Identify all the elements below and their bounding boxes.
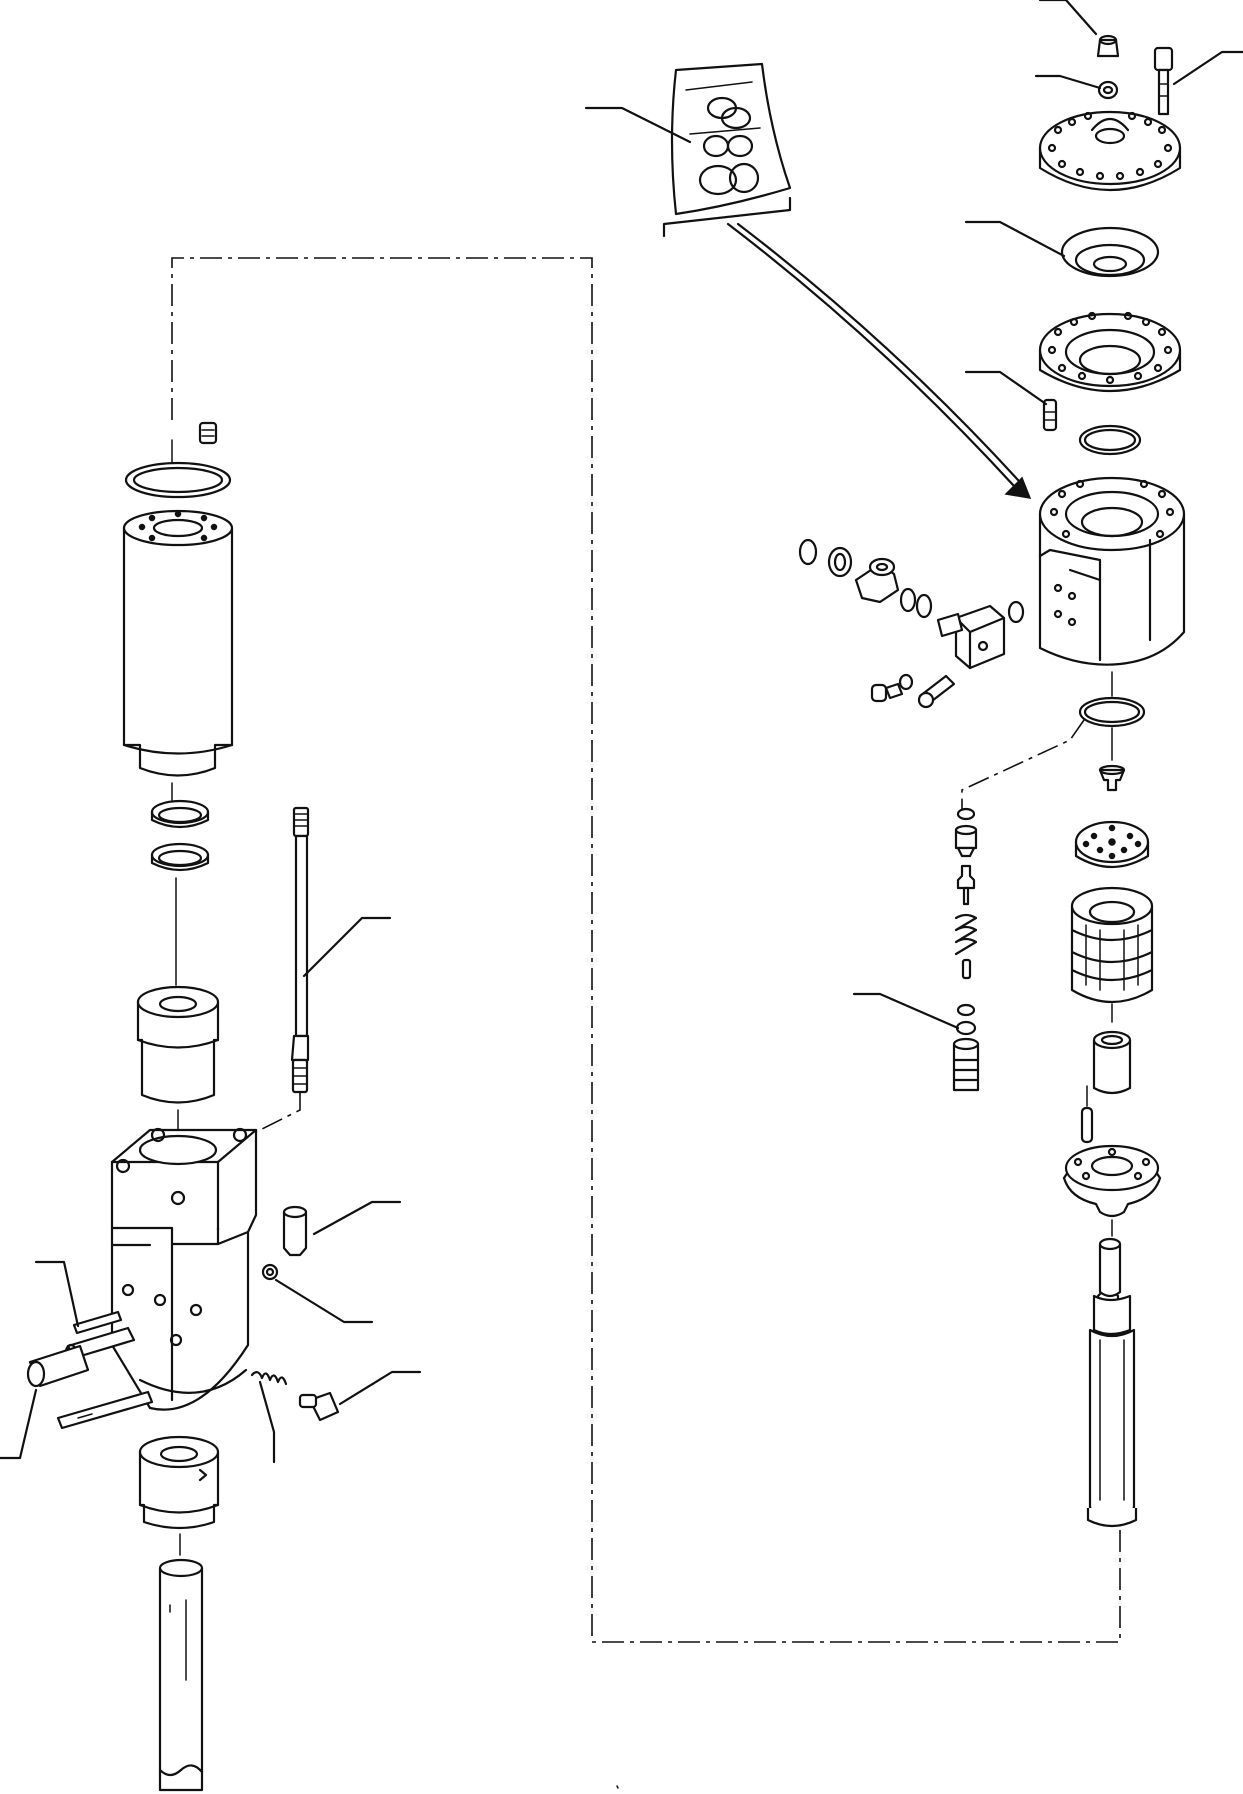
callout-leader-12	[0, 1388, 38, 1460]
callout-leader-10	[274, 1278, 374, 1324]
cap-screw-side	[1042, 398, 1058, 432]
valve-body-block	[110, 1127, 258, 1411]
o-ring-top-left	[124, 439, 232, 499]
callout-leader-3	[1172, 50, 1243, 86]
top-flange	[1038, 110, 1182, 191]
sleeve-right	[1092, 1030, 1132, 1095]
adapter-block	[936, 604, 1006, 670]
swash-plate	[1062, 1144, 1162, 1237]
plug-screw-left	[26, 1344, 90, 1388]
cap-screw-top	[1153, 46, 1174, 116]
o-ring-below-housing	[961, 671, 1146, 810]
shaft-lower-left	[158, 1558, 204, 1792]
main-housing	[1038, 476, 1186, 666]
o-ring-upper-right	[1078, 424, 1142, 456]
callout-leader-5	[964, 220, 1066, 258]
callout-leader-6	[964, 370, 1048, 406]
washer-top	[1097, 80, 1119, 100]
kit-arrow	[726, 222, 1032, 499]
callout-leader-4	[584, 106, 692, 144]
fitting-right-upper	[282, 1205, 308, 1257]
callout-leader-13	[258, 1380, 276, 1464]
valve-bolt-right	[298, 1391, 340, 1422]
seal-rings-side	[798, 538, 1025, 624]
callout-leader-1	[1038, 0, 1098, 36]
set-screw-top-left	[198, 421, 218, 445]
seal-rings-left	[150, 799, 210, 986]
pin-right	[1080, 1085, 1094, 1144]
callout-leader-9	[34, 1260, 80, 1328]
diaphragm-plate	[1060, 226, 1160, 278]
callout-leader-7	[302, 916, 392, 978]
callout-leader-14	[852, 992, 960, 1030]
right-assembly	[798, 34, 1186, 1528]
drive-shaft	[1086, 1237, 1138, 1528]
bushing-lower	[138, 1435, 220, 1556]
poppet-small	[1098, 764, 1126, 792]
spring-left	[250, 1371, 288, 1386]
tie-rod	[239, 806, 310, 1141]
nut-top	[1096, 34, 1120, 58]
seal-kit-card	[662, 62, 792, 238]
long-pin-left	[56, 1390, 154, 1430]
valve-plate	[1074, 820, 1150, 868]
callout-leader-2	[1034, 74, 1102, 90]
callout-leader-8	[312, 1200, 402, 1236]
plug-small-right	[261, 1263, 279, 1281]
page-mark	[616, 1785, 619, 1789]
assembly-connection-line	[171, 257, 1121, 1643]
relief-valve-stack	[952, 807, 980, 1092]
elbow-fitting	[854, 557, 900, 604]
callout-leader-11	[338, 1370, 422, 1406]
cylinder-sleeve	[122, 509, 234, 801]
middle-flange	[1038, 311, 1182, 392]
bushing-upper	[136, 985, 220, 1131]
cylinder-block	[1070, 886, 1154, 1023]
screws-side	[870, 673, 956, 709]
left-assembly	[26, 421, 340, 1792]
callout-leaders	[0, 0, 1243, 1464]
pin-small-left	[72, 1310, 123, 1335]
